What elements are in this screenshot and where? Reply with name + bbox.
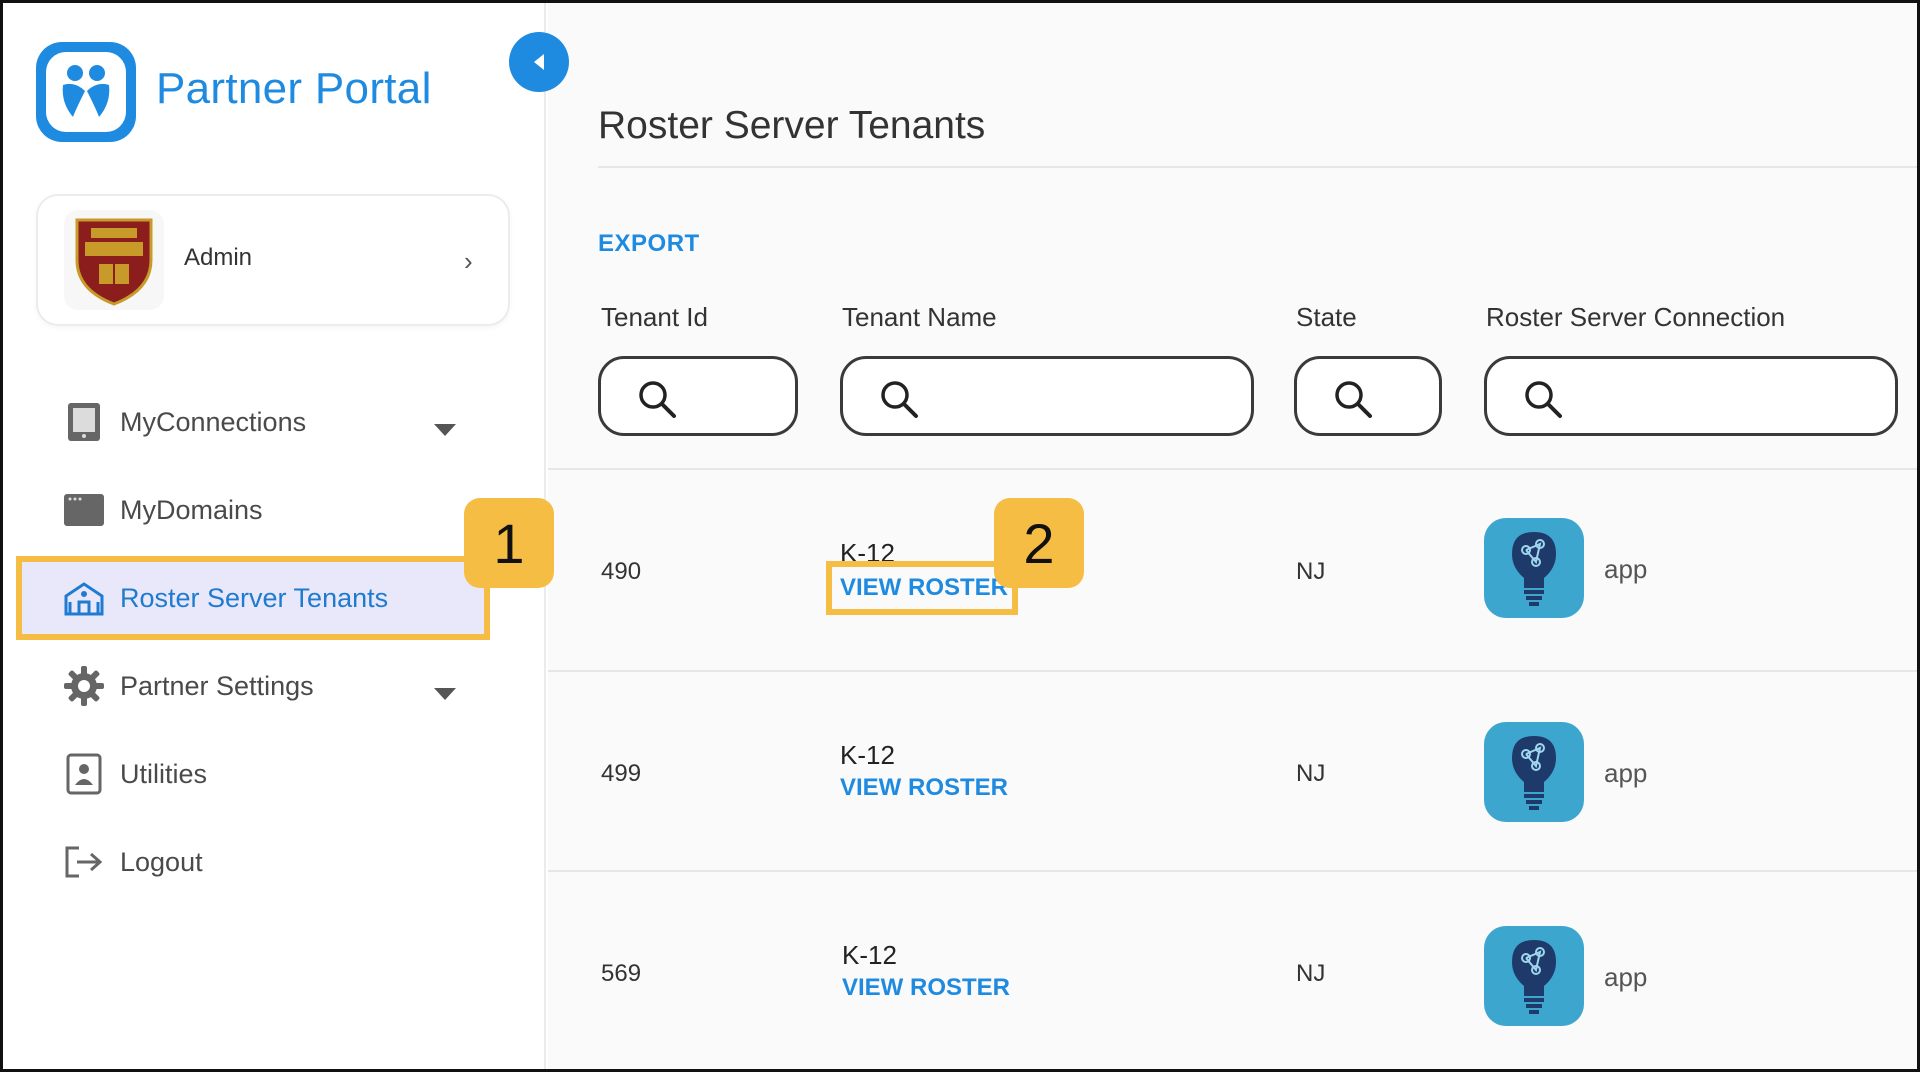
- connection-search-input[interactable]: [1484, 356, 1898, 436]
- page-title: Roster Server Tenants: [598, 104, 986, 147]
- tenant-id-cell: 569: [601, 960, 642, 987]
- sidebar-item-label: Roster Server Tenants: [120, 582, 389, 613]
- table-header-divider: [548, 468, 1920, 470]
- sidebar-active-highlight: [16, 556, 490, 640]
- browser-window-icon: [60, 486, 108, 534]
- tenant-name-cell: K-12: [840, 740, 895, 770]
- tenant-name-cell: K-12: [842, 940, 897, 970]
- profile-card[interactable]: Admin ›: [36, 194, 510, 326]
- view-roster-link[interactable]: VIEW ROSTER: [840, 774, 1009, 801]
- sidebar-item-utilities[interactable]: Utilities: [60, 744, 490, 804]
- logout-icon: [60, 838, 108, 886]
- lightbulb-icon: [1484, 518, 1584, 618]
- tenant-id-cell: 490: [601, 558, 642, 585]
- tenant-id-cell: 499: [601, 760, 642, 787]
- sidebar-item-label: MyDomains: [120, 494, 263, 525]
- search-icon: [637, 379, 677, 424]
- partner-portal-logo-icon: [36, 42, 136, 142]
- row-divider: [548, 870, 1920, 872]
- column-header-roster-server-connection[interactable]: Roster Server Connection: [1486, 302, 1786, 332]
- callout-highlight-2: [826, 561, 1018, 615]
- search-icon: [879, 379, 919, 424]
- main-content: Roster Server Tenants EXPORT Tenant Id T…: [548, 0, 1920, 1072]
- row-divider: [548, 670, 1920, 672]
- connection-label: app: [1604, 758, 1648, 788]
- tablet-icon: [60, 398, 108, 446]
- chevron-right-icon: ›: [464, 246, 473, 276]
- profile-name: Admin: [184, 244, 253, 271]
- search-icon: [1523, 379, 1563, 424]
- sidebar: Partner Portal Admin › MyConnections MyD…: [0, 0, 546, 1072]
- contact-card-icon: [60, 750, 108, 798]
- sidebar-item-label: MyConnections: [120, 406, 307, 437]
- callout-badge-1: 1: [464, 498, 554, 588]
- search-icon: [1333, 379, 1373, 424]
- export-button[interactable]: EXPORT: [598, 230, 700, 257]
- column-header-tenant-id[interactable]: Tenant Id: [601, 302, 708, 332]
- caret-down-icon: [432, 678, 458, 709]
- gear-icon: [60, 662, 108, 710]
- sidebar-item-label: Utilities: [120, 758, 208, 789]
- state-cell: NJ: [1296, 558, 1326, 585]
- sidebar-item-label: Partner Settings: [120, 670, 314, 701]
- state-search-input[interactable]: [1294, 356, 1442, 436]
- connection-label: app: [1604, 962, 1648, 992]
- connection-label: app: [1604, 554, 1648, 584]
- title-divider: [598, 166, 1920, 168]
- app-title: Partner Portal: [156, 64, 432, 113]
- lightbulb-icon: [1484, 722, 1584, 822]
- sidebar-item-mydomains[interactable]: MyDomains: [60, 480, 490, 540]
- caret-down-icon: [432, 414, 458, 445]
- avatar: [64, 210, 164, 310]
- state-cell: NJ: [1296, 960, 1326, 987]
- tenant-name-search-input[interactable]: [840, 356, 1254, 436]
- sidebar-item-logout[interactable]: Logout: [60, 832, 490, 892]
- sidebar-item-partner-settings[interactable]: Partner Settings: [60, 656, 490, 716]
- view-roster-link[interactable]: VIEW ROSTER: [840, 574, 1009, 601]
- view-roster-link[interactable]: VIEW ROSTER: [842, 974, 1011, 1001]
- lightbulb-icon: [1484, 926, 1584, 1026]
- column-header-tenant-name[interactable]: Tenant Name: [842, 302, 997, 332]
- sidebar-item-roster-server-tenants[interactable]: Roster Server Tenants: [60, 568, 490, 628]
- callout-badge-2: 2: [994, 498, 1084, 588]
- sidebar-item-label: Logout: [120, 846, 203, 877]
- sidebar-item-myconnections[interactable]: MyConnections: [60, 392, 490, 452]
- tenant-id-search-input[interactable]: [598, 356, 798, 436]
- state-cell: NJ: [1296, 760, 1326, 787]
- column-header-state[interactable]: State: [1296, 302, 1357, 332]
- school-building-icon: [60, 574, 108, 622]
- sidebar-collapse-button[interactable]: [509, 32, 569, 92]
